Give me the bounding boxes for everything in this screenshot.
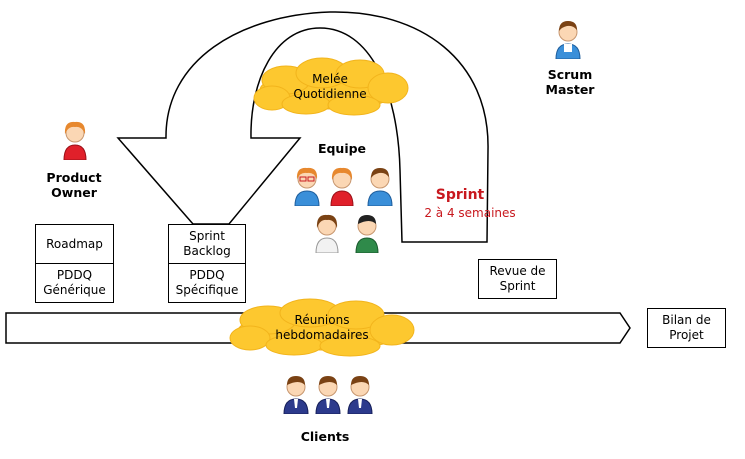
- equipe-label: Equipe: [317, 141, 367, 156]
- sprint-title: Sprint: [435, 187, 485, 203]
- pddq-generique-box: PDDQ Générique: [35, 263, 114, 303]
- sprint-backlog-box: Sprint Backlog: [168, 224, 246, 264]
- product-owner-label: Product Owner: [46, 170, 102, 200]
- client-2-icon: [315, 376, 341, 414]
- bilan-de-projet-box: Bilan de Projet: [647, 308, 726, 348]
- cloud-reunions-shape: [229, 298, 415, 357]
- team-member-green-icon: [355, 215, 379, 253]
- scrum-master-person-icon: [555, 21, 581, 59]
- clients-label: Clients: [300, 429, 350, 444]
- pddq-specifique-box: PDDQ Spécifique: [168, 263, 246, 303]
- melee-quotidienne-label: Melée Quotidienne: [293, 72, 367, 101]
- client-3-icon: [347, 376, 373, 414]
- sprint-loop-arrow: [116, 11, 489, 243]
- team-member-glasses-icon: [294, 167, 320, 206]
- cloud-melee-shape: [253, 57, 409, 116]
- roadmap-box: Roadmap: [35, 224, 114, 264]
- team-member-white-icon: [315, 214, 339, 253]
- scrum-master-label: Scrum Master: [545, 67, 595, 97]
- revue-de-sprint-box: Revue de Sprint: [478, 259, 557, 299]
- product-owner-person-icon: [63, 121, 87, 160]
- team-member-red-icon: [330, 167, 354, 206]
- sprint-duration: 2 à 4 semaines: [424, 206, 516, 220]
- team-member-blue-icon: [367, 168, 393, 206]
- reunions-hebdomadaires-label: Réunions hebdomadaires: [275, 313, 369, 342]
- client-1-icon: [283, 376, 309, 414]
